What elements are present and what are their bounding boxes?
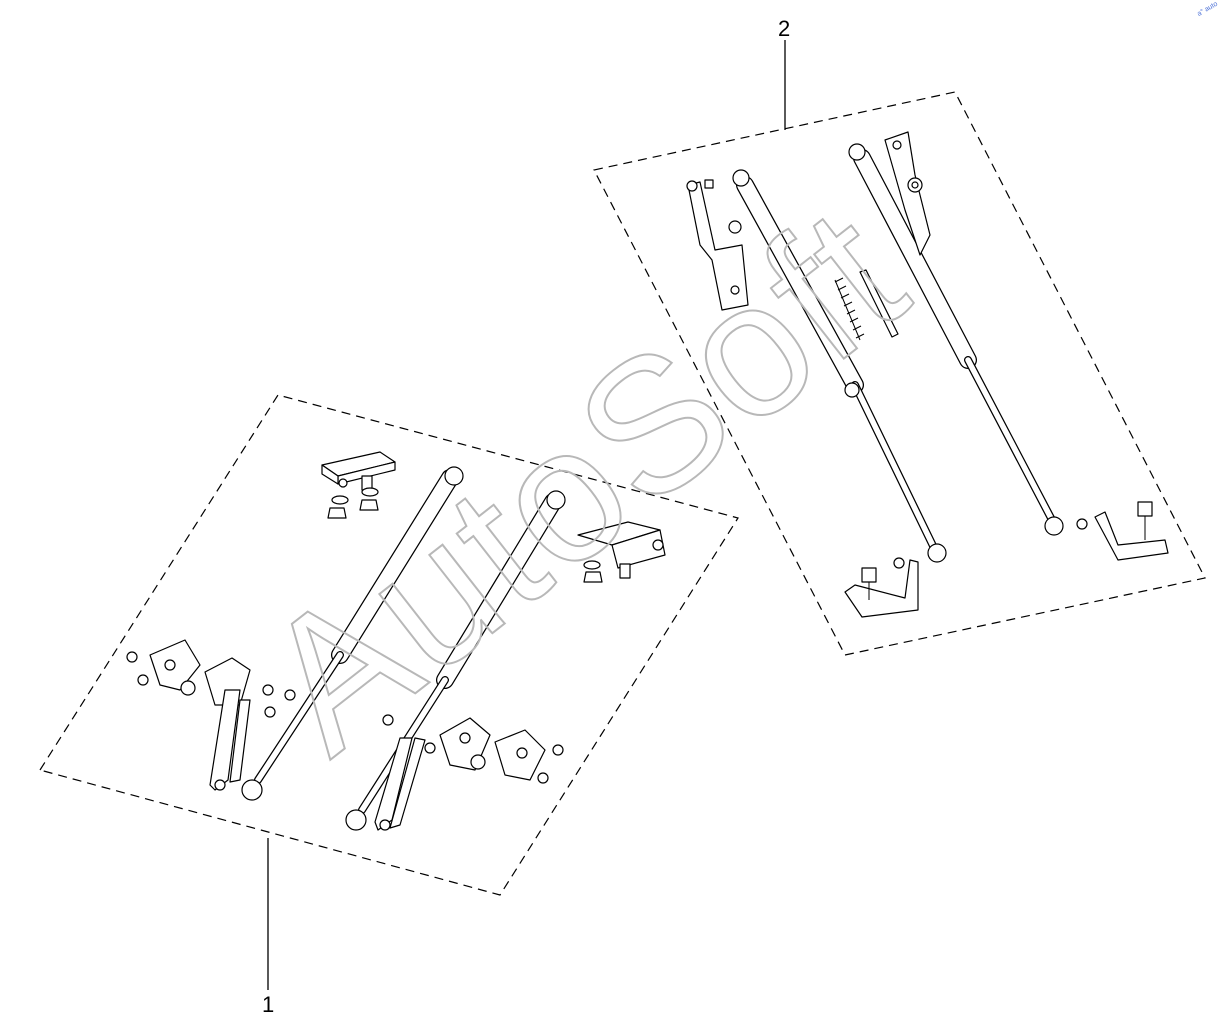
group-2-frame	[593, 91, 1206, 656]
group-1-frame	[39, 394, 739, 896]
gas-strut-b[interactable]	[848, 143, 1064, 536]
hinge-assembly-left[interactable]	[126, 639, 296, 791]
callout-1-label[interactable]: 1	[262, 992, 274, 1017]
callout-2-label[interactable]: 2	[778, 16, 790, 41]
hinge-bracket-upper-left[interactable]	[686, 179, 749, 311]
mounting-bracket-lower-right[interactable]	[1076, 501, 1169, 561]
hinge-assembly-right[interactable]	[374, 714, 564, 831]
assembly-group-1: 1	[39, 394, 739, 1017]
assembly-group-2: 2	[593, 16, 1206, 656]
gas-strut-c[interactable]	[241, 466, 464, 801]
mounting-bracket-lower-left[interactable]	[844, 557, 919, 618]
corner-mark: a° auto	[1196, 0, 1219, 18]
mounting-plate-top[interactable]	[321, 451, 396, 519]
retaining-pin[interactable]	[859, 269, 899, 338]
gas-strut-a[interactable]	[732, 169, 947, 563]
hinge-bracket-upper-right[interactable]	[884, 131, 931, 256]
mounting-plate-right[interactable]	[577, 521, 666, 583]
coil-spring[interactable]	[834, 277, 865, 341]
